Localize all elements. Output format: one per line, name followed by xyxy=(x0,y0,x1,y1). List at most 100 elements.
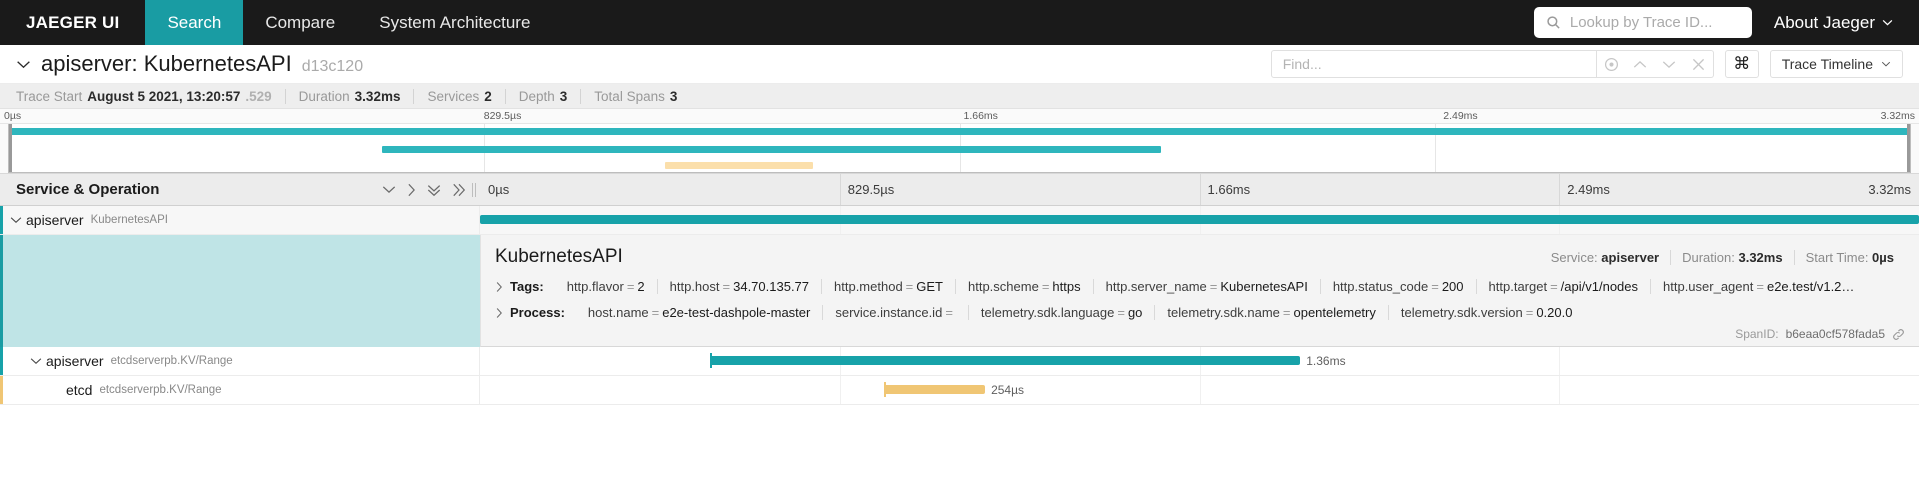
minimap-span-bar-0 xyxy=(9,128,1910,135)
focus-matches-icon[interactable] xyxy=(1597,51,1626,77)
span-detail-accent xyxy=(0,235,3,347)
span-row-label[interactable]: apiserver KubernetesAPI xyxy=(0,206,480,234)
search-icon xyxy=(1546,15,1561,30)
meta-total-spans-value: 3 xyxy=(669,88,678,104)
minimap-drag-handle-left[interactable] xyxy=(9,124,12,172)
span-toggle-chevron-down-icon[interactable] xyxy=(6,216,26,224)
collapse-one-chevron-down-icon[interactable] xyxy=(382,185,396,194)
kv-item: http.scheme=https xyxy=(955,279,1093,294)
span-id-label: SpanID: xyxy=(1735,327,1779,341)
expand-one-chevron-right-icon[interactable] xyxy=(407,183,416,197)
trace-title-group: apiserver: KubernetesAPI d13c120 xyxy=(16,51,363,77)
span-row[interactable]: apiserver KubernetesAPI xyxy=(0,206,1919,235)
copy-link-icon[interactable] xyxy=(1892,328,1905,341)
meta-services: Services 2 xyxy=(413,88,504,104)
kv-item: http.host=34.70.135.77 xyxy=(656,279,821,294)
span-duration-bar xyxy=(480,215,1919,224)
expand-chevron-right-icon[interactable] xyxy=(495,307,510,319)
column-resize-handle[interactable] xyxy=(472,182,479,197)
meta-trace-start-label: Trace Start xyxy=(16,88,83,104)
nav-item-system-architecture[interactable]: System Architecture xyxy=(379,12,531,32)
meta-depth-value: 3 xyxy=(559,88,568,104)
collapse-all-double-chevron-down-icon[interactable] xyxy=(427,183,441,197)
navbar-spacer xyxy=(552,0,1533,45)
span-row-bar-area[interactable]: 1.36ms xyxy=(480,347,1919,375)
minimap-drag-handle-right[interactable] xyxy=(1907,124,1910,172)
meta-depth-label: Depth xyxy=(518,88,555,104)
about-jaeger-menu[interactable]: About Jaeger xyxy=(1774,0,1919,45)
timeline-gridline xyxy=(1559,174,1561,205)
minimap-tick-3: 2.49ms xyxy=(1443,110,1478,122)
clear-search-close-icon[interactable] xyxy=(1684,51,1713,77)
nav-item-compare[interactable]: Compare xyxy=(265,12,336,32)
row-gridline xyxy=(1199,376,1201,404)
brand-logo[interactable]: JAEGER UI xyxy=(26,12,120,32)
span-detail-service: Service: apiserver xyxy=(1550,250,1660,265)
trace-id-lookup-placeholder: Lookup by Trace ID... xyxy=(1569,14,1713,31)
span-toggle-chevron-down-icon[interactable] xyxy=(26,357,46,365)
view-mode-select[interactable]: Trace Timeline xyxy=(1769,50,1903,78)
timeline-gridline xyxy=(839,174,841,205)
timeline-tick-3: 2.49ms xyxy=(1567,182,1610,197)
page-title: apiserver: KubernetesAPI xyxy=(41,51,292,76)
minimap-tick-1: 829.5µs xyxy=(483,110,522,122)
meta-total-spans-label: Total Spans xyxy=(594,88,665,104)
span-duration-label: 1.36ms xyxy=(1306,354,1346,368)
prev-match-chevron-up-icon[interactable] xyxy=(1626,51,1655,77)
kv-item: http.flavor=2 xyxy=(566,279,645,294)
trace-header-controls: Find... xyxy=(1270,50,1903,78)
about-jaeger-label: About Jaeger xyxy=(1773,12,1875,32)
timeline-tick-0: 0µs xyxy=(488,182,510,197)
span-tags-items: http.flavor=2 http.host=34.70.135.77 http.… xyxy=(555,279,1867,294)
kv-item: http.user_agent=e2e.test/v1.2… xyxy=(1650,279,1866,294)
span-row-bar-area[interactable] xyxy=(480,206,1919,234)
collapse-header-chevron-icon[interactable] xyxy=(16,60,31,69)
nav-item-search[interactable]: Search xyxy=(145,0,244,45)
span-color-indicator xyxy=(0,206,3,234)
expand-chevron-right-icon[interactable] xyxy=(495,281,510,293)
span-duration-label: 254µs xyxy=(991,383,1025,397)
meta-services-value: 2 xyxy=(484,88,492,104)
row-gridline xyxy=(839,376,841,404)
find-input[interactable]: Find... xyxy=(1270,50,1597,78)
kv-item: http.status_code=200 xyxy=(1319,279,1476,294)
command-key-icon: ⌘ xyxy=(1733,54,1751,73)
span-service-name: apiserver xyxy=(26,212,84,228)
kv-item: http.target=/api/v1/nodes xyxy=(1475,279,1650,294)
minimap-viewport[interactable] xyxy=(8,124,1911,173)
meta-duration-value: 3.32ms xyxy=(354,88,401,104)
span-operation-name: etcdserverpb.KV/Range xyxy=(99,384,222,396)
expand-all-double-chevron-right-icon[interactable] xyxy=(452,183,466,197)
meta-trace-start: Trace Start August 5 2021, 13:20:57.529 xyxy=(16,89,285,104)
kv-item: telemetry.sdk.name=opentelemetry xyxy=(1154,305,1387,320)
span-operation-name: KubernetesAPI xyxy=(90,214,168,226)
chevron-down-icon xyxy=(1881,61,1891,67)
timeline-gridline xyxy=(1199,174,1201,205)
meta-services-label: Services xyxy=(427,88,480,104)
span-detail-gutter xyxy=(0,235,480,347)
kv-item: telemetry.sdk.version=0.20.0 xyxy=(1387,305,1585,320)
minimap-tick-4: 3.32ms xyxy=(1880,110,1915,122)
span-row-bar-area[interactable]: 254µs xyxy=(480,376,1919,404)
meta-depth: Depth 3 xyxy=(504,88,581,104)
next-match-chevron-down-icon[interactable] xyxy=(1655,51,1684,77)
top-navbar: JAEGER UI Search Compare System Architec… xyxy=(0,0,1919,45)
span-service-name: apiserver xyxy=(46,353,104,369)
keyboard-shortcuts-button[interactable]: ⌘ xyxy=(1724,50,1759,78)
meta-duration: Duration 3.32ms xyxy=(284,88,414,104)
trace-meta-bar: Trace Start August 5 2021, 13:20:57.529 … xyxy=(0,84,1919,109)
trace-header: apiserver: KubernetesAPI d13c120 Find... xyxy=(0,45,1919,84)
trace-id-lookup[interactable]: Lookup by Trace ID... xyxy=(1533,7,1752,38)
